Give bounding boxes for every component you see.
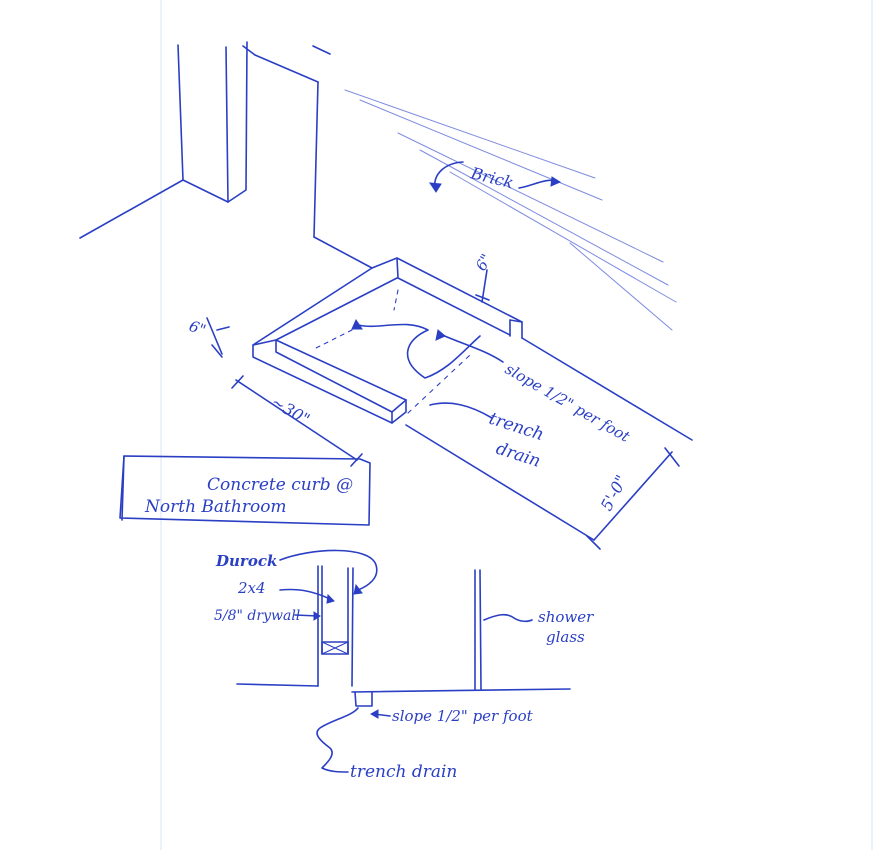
thirty-inch-label: ~30" [268,392,313,429]
shower-glass-label-1: shower [538,608,594,626]
trench-drain-upper-label-1: trench [486,409,546,445]
six-inch-left-label: 6" [187,317,209,340]
two-by-four-label: 2x4 [237,579,266,597]
shower-glass-annotation: shower glass [483,608,594,646]
title-box: Concrete curb @ North Bathroom [119,455,371,526]
room-walls [79,41,373,269]
slope-lower-label: slope 1/2" per foot [392,707,534,725]
slope-annotation-lower: slope 1/2" per foot [369,707,534,725]
brick-label: Brick [468,163,515,192]
brick-hatch-lines [344,89,677,331]
trench-drain-annotation-upper: trench drain [429,402,546,472]
durock-annotation: Durock [215,549,378,595]
trench-drain-upper-label-2: drain [493,439,542,472]
title-line-2: North Bathroom [144,497,287,517]
dimension-five-foot: 5'-0" [586,447,680,550]
two-by-four-annotation: 2x4 [237,579,335,604]
shower-floor [311,289,693,541]
trench-drain-lower-label: trench drain [350,762,457,782]
dimension-six-inch-top: 6" [472,251,496,303]
drywall-label: 5/8" drywall [214,608,300,624]
shower-glass-label-2: glass [546,628,585,646]
wall-section [236,565,571,707]
concrete-curb [252,257,523,424]
five-foot-label: 5'-0" [597,472,631,514]
drywall-annotation: 5/8" drywall [214,608,321,624]
dimension-thirty-inch: ~30" [231,375,363,467]
six-inch-top-label: 6" [472,251,496,274]
dimension-six-inch-left: 6" [187,317,230,358]
trench-drain-annotation-lower: trench drain [316,707,457,782]
title-line-1: Concrete curb @ [207,475,353,495]
durock-label: Durock [215,552,277,570]
